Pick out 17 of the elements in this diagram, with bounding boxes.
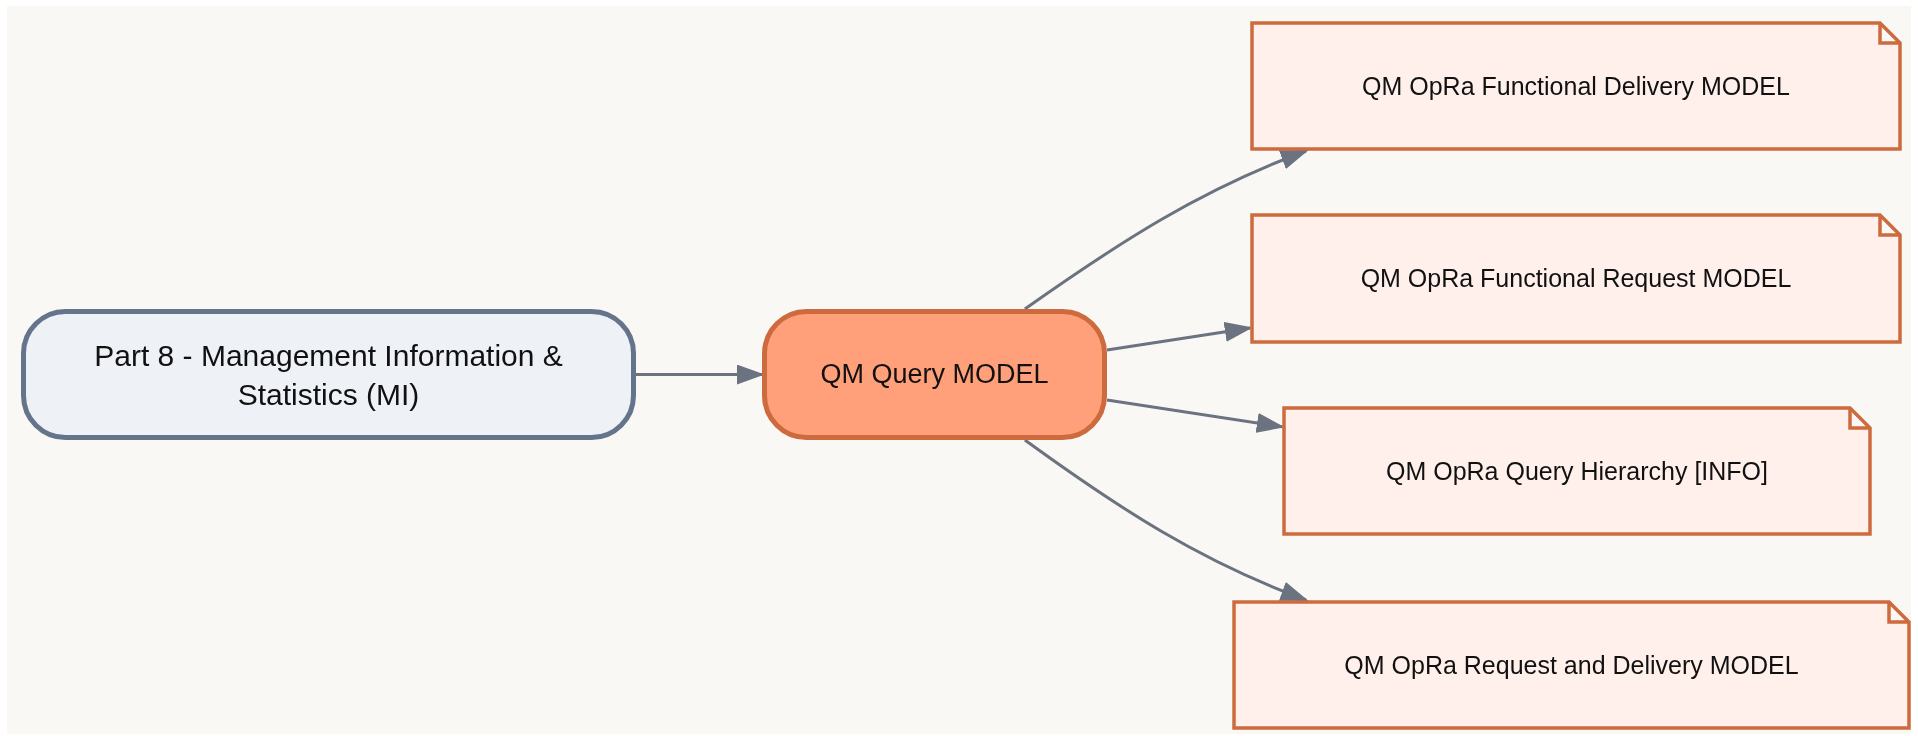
node-label: QM Query MODEL (819, 357, 1050, 391)
process-box (762, 309, 1107, 440)
note-box (1282, 406, 1872, 536)
terminal-box (21, 309, 636, 440)
arrow (1024, 438, 1308, 603)
note-box (1250, 213, 1902, 344)
arrow (636, 364, 764, 385)
note-box (1250, 21, 1902, 151)
note-box (1232, 600, 1911, 730)
node-label: QM OpRa Query Hierarchy [INFO] (1385, 455, 1769, 487)
node-label: Part 8 - Management Information & Statistics (MI) (93, 337, 564, 413)
arrow (1106, 320, 1252, 352)
node-label: QM OpRa Functional Delivery MODEL (1361, 70, 1791, 102)
arrow (1024, 148, 1308, 311)
arrow (1106, 398, 1284, 434)
node-label: QM OpRa Functional Request MODEL (1359, 263, 1793, 295)
node-label: QM OpRa Request and Delivery MODEL (1343, 649, 1800, 681)
